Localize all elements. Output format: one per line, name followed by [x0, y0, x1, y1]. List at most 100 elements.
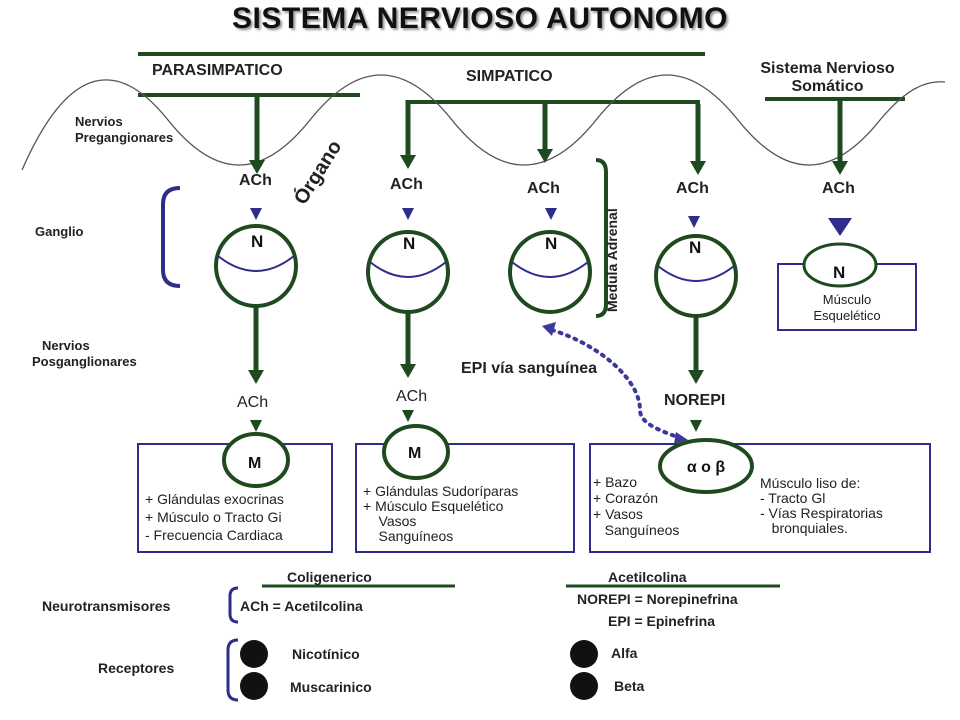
ganglion-n-symp3: N: [689, 238, 702, 257]
label-pos-line2: Posganglionares: [32, 354, 137, 369]
page-title: SISTEMA NERVIOSO AUTONOMO: [232, 2, 728, 35]
label-medula-adrenal: Medula Adrenal: [604, 208, 620, 312]
effector-sudor-line: Sanguíneos: [363, 528, 454, 544]
post-arrow-symp1: [400, 364, 416, 378]
somatic-receptor: [802, 242, 878, 288]
effector-adrenergic-line: + Bazo: [593, 474, 637, 490]
label-nervios-pregangionares: Nervios Pregangionares: [75, 114, 173, 146]
epi-blood-label: EPI vía sanguínea: [461, 360, 598, 377]
somatic-n: N: [833, 263, 846, 282]
label-ganglio: Ganglio: [35, 224, 84, 239]
legend-nicotinico: Nicotínico: [292, 646, 360, 662]
effector-receptor-adrenergic: [658, 438, 754, 494]
ganglion-synapse-symp1: [369, 261, 447, 278]
header-somatico-line2: Somático: [791, 78, 864, 95]
receptores-bracket: [226, 638, 239, 702]
somatic-line2: Esquelético: [813, 308, 881, 323]
nicotinico-dot: [240, 640, 268, 668]
effector-para-line: + Glándulas exocrinas: [145, 491, 284, 507]
ganglio-bracket: [161, 186, 181, 288]
ganglion-n-symp1: N: [403, 234, 416, 253]
ach-release-effector-sudor: [402, 410, 414, 422]
effector-para-list: + Glándulas exocrinas + Músculo o Tracto…: [145, 490, 284, 544]
ach-release-symp3: [688, 216, 700, 228]
effector-receptor-para: [222, 432, 290, 488]
effector-para-line: - Frecuencia Cardiaca: [145, 527, 283, 543]
header-parasimpatico: PARASIMPATICO: [152, 62, 283, 79]
pre-arrow-symp3: [690, 161, 706, 175]
ganglion-synapse-symp3: [657, 265, 735, 282]
header-somatico: Sistema Nervioso Somático: [735, 60, 920, 96]
legend-alfa: Alfa: [611, 645, 638, 661]
ach-label-symp1: ACh: [390, 176, 423, 193]
pre-arrow-somatic: [832, 161, 848, 175]
effector-alpha-beta: α o β: [686, 459, 726, 476]
somatic-effector-text: Músculo Esquelético: [778, 292, 916, 324]
pre-arrow-symp2: [537, 149, 553, 163]
label-nervios-posganglionares: Nervios Posganglionares: [32, 338, 137, 370]
legend-norepi-def: NOREPI = Norepinefrina: [577, 591, 738, 607]
ganglion-n-symp2: N: [545, 234, 558, 253]
somatic-line1: Músculo: [822, 292, 872, 307]
legend-receptores: Receptores: [98, 660, 175, 676]
effector-sudor-line: + Músculo Esquelético: [363, 498, 504, 514]
effector-sudor-line: + Glándulas Sudoríparas: [363, 483, 519, 499]
legend-neurotransmisores: Neurotransmisores: [42, 598, 171, 614]
label-pre-line2: Pregangionares: [75, 130, 174, 145]
effector-adrenergic-line: + Corazón: [593, 490, 658, 506]
beta-dot: [570, 672, 598, 700]
effector-sudor-line: Vasos: [363, 513, 417, 529]
ganglion-synapse-para: [217, 255, 295, 272]
alfa-dot: [570, 640, 598, 668]
effector-adrenergic-line: bronquiales.: [760, 520, 848, 536]
legend-beta: Beta: [614, 678, 645, 694]
ganglion-circle-symp2: [508, 230, 592, 314]
header-simpatico: SIMPATICO: [466, 68, 553, 85]
post-arrow-symp3: [688, 370, 704, 384]
ach-release-para: [250, 208, 262, 220]
effector-adrenergic-line: + Vasos: [593, 506, 643, 522]
legend-coligenerico: Coligenerico: [287, 569, 372, 585]
muscarinico-dot: [240, 672, 268, 700]
header-somatico-line1: Sistema Nervioso: [760, 60, 895, 77]
label-pos-line1: Nervios: [42, 338, 90, 353]
effector-sudor-list: + Glándulas Sudoríparas + Músculo Esquel…: [363, 484, 518, 544]
effector-receptor-sudor: [382, 424, 450, 480]
effector-adrenergic-right: Músculo liso de: - Tracto Gl - Vías Resp…: [760, 476, 883, 536]
post-norepi: NOREPI: [664, 392, 726, 409]
effector-box-adrenergic: [589, 443, 931, 553]
label-pre-line1: Nervios: [75, 114, 123, 129]
effector-adrenergic-line: Músculo liso de:: [760, 475, 861, 491]
epi-blood-path: [550, 328, 682, 440]
effector-adrenergic-line: Sanguíneos: [593, 522, 680, 538]
effector-adrenergic-line: - Tracto Gl: [760, 490, 826, 506]
ach-label-para: ACh: [239, 172, 272, 189]
ach-release-somatic: [828, 218, 852, 236]
epi-arrow-up: [542, 322, 556, 336]
neurotransmisores-bracket: [228, 586, 239, 624]
ach-release-symp2: [545, 208, 557, 220]
post-ach-para: ACh: [237, 394, 269, 411]
ach-label-symp2: ACh: [527, 180, 560, 197]
spinal-wave: [21, 74, 946, 171]
effector-adrenergic-left: + Bazo + Corazón + Vasos Sanguíneos: [593, 474, 679, 538]
ach-label-symp3: ACh: [676, 180, 709, 197]
effector-para-line: + Músculo o Tracto Gi: [145, 509, 282, 525]
effector-box-sudor: [355, 443, 575, 553]
pre-arrow-para: [249, 160, 265, 174]
ach-release-effector-para: [250, 420, 262, 432]
post-arrow-para: [248, 370, 264, 384]
ach-label-somatic: ACh: [822, 180, 855, 197]
effector-adrenergic-line: - Vías Respiratorias: [760, 505, 883, 521]
post-ach-sudor: ACh: [396, 388, 428, 405]
medula-bracket: [595, 158, 608, 318]
legend-muscarinico: Muscarinico: [290, 679, 372, 695]
legend-epi-def: EPI = Epinefrina: [608, 613, 715, 629]
effector-m-sudor: M: [408, 445, 422, 462]
ganglion-n-para: N: [251, 232, 264, 251]
norepi-release-effector: [690, 420, 702, 432]
legend-ach-def: ACh = Acetilcolina: [240, 598, 363, 614]
pre-arrow-symp1: [400, 155, 416, 169]
effector-m-para: M: [248, 455, 262, 472]
